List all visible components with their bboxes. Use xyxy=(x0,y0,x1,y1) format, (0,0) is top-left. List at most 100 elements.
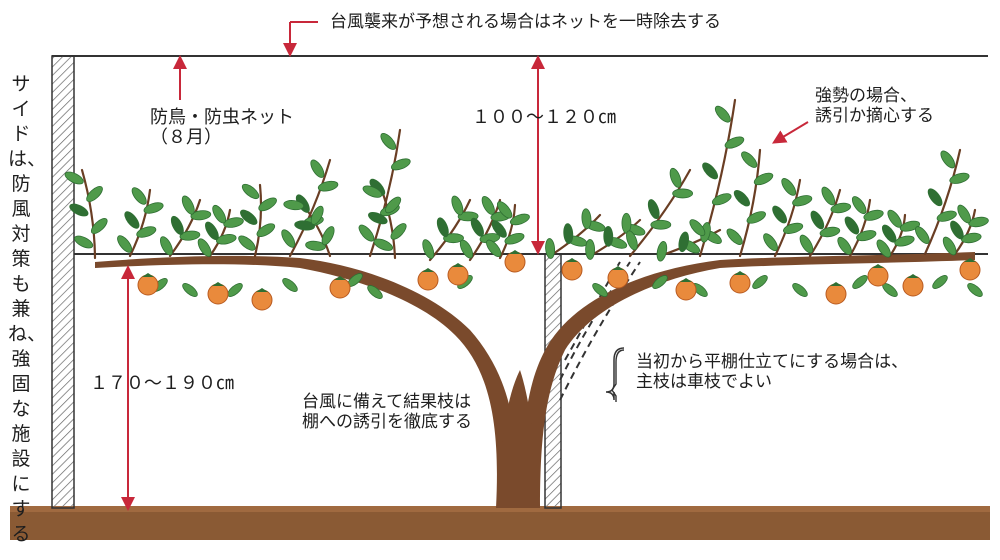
leaf xyxy=(481,196,495,215)
persimmon xyxy=(504,250,526,273)
leaf xyxy=(581,208,592,230)
leaf xyxy=(844,216,860,235)
persimmon xyxy=(137,273,159,296)
persimmon xyxy=(607,266,629,289)
leaf xyxy=(124,211,140,229)
leaf xyxy=(772,205,788,224)
typhoon-branch-label-1: 台風に備えて結果枝は xyxy=(302,392,472,412)
leaf xyxy=(672,188,694,199)
net-month-label: （８月） xyxy=(150,127,222,148)
shoot xyxy=(888,213,907,258)
leaf xyxy=(90,217,108,235)
leaf xyxy=(390,158,411,171)
leaf xyxy=(223,217,244,228)
leaf xyxy=(711,193,732,206)
leaf xyxy=(367,285,383,299)
vigorous-label-1: 強勢の場合、 xyxy=(815,86,917,106)
leaf xyxy=(436,217,449,238)
persimmon xyxy=(251,288,273,311)
leaf xyxy=(160,236,173,256)
typhoon-net-label: 台風襲来が予想される場合はネットを一時除去する xyxy=(330,12,721,32)
shoot xyxy=(168,198,202,258)
leaf xyxy=(621,212,632,234)
leaf xyxy=(887,209,902,228)
leaf xyxy=(746,211,766,224)
leaf xyxy=(894,235,915,247)
shoot xyxy=(588,218,642,258)
leaf xyxy=(783,222,804,234)
leaf xyxy=(830,202,852,214)
leaf xyxy=(368,212,388,225)
leaf xyxy=(957,204,971,224)
leaf xyxy=(726,228,743,245)
persimmon xyxy=(447,263,469,286)
leaf xyxy=(863,209,884,221)
shoot xyxy=(548,213,602,258)
leaf xyxy=(212,204,227,224)
leaf xyxy=(852,275,868,289)
leaf xyxy=(509,213,530,226)
leaf xyxy=(961,232,982,244)
leaf xyxy=(491,220,507,238)
tree-trunk xyxy=(95,252,975,508)
leaf xyxy=(310,159,325,178)
leaf xyxy=(241,183,260,200)
shoot xyxy=(288,158,332,258)
vigorous-arrow xyxy=(771,121,809,144)
leaf xyxy=(131,187,147,205)
leaf xyxy=(626,230,638,251)
leaf xyxy=(837,236,852,255)
persimmon xyxy=(329,276,351,299)
leaf xyxy=(358,224,375,242)
leaf xyxy=(647,199,660,220)
leaf xyxy=(799,234,814,254)
vigorous-label-2: 誘引か摘心する xyxy=(815,106,934,126)
leaf xyxy=(585,239,595,260)
shoot xyxy=(253,183,263,258)
leaf xyxy=(310,205,324,225)
leaf xyxy=(238,235,256,251)
leaf xyxy=(282,278,298,292)
leaf xyxy=(927,188,943,207)
leaf xyxy=(968,216,989,228)
note-bracket xyxy=(605,347,625,401)
leaf xyxy=(669,167,682,188)
leaf xyxy=(652,275,668,289)
leaf xyxy=(227,283,243,297)
leaf xyxy=(422,239,435,259)
shoot xyxy=(808,188,842,258)
shoot xyxy=(498,203,517,260)
leaf xyxy=(179,230,201,241)
shoot xyxy=(953,208,977,256)
leaf xyxy=(821,186,836,206)
persimmon xyxy=(417,268,439,291)
persimmon-fruits xyxy=(137,250,981,311)
leaf xyxy=(819,226,841,238)
leaf xyxy=(459,239,474,259)
leaf xyxy=(592,283,608,297)
leaf xyxy=(650,219,672,230)
leaf xyxy=(497,201,513,219)
typhoon-branch-label-2: 棚への誘引を徹底する xyxy=(302,412,472,432)
leaf xyxy=(74,235,94,249)
leaf xyxy=(714,105,731,123)
leaf xyxy=(283,200,305,211)
shoot xyxy=(128,188,152,258)
leaf xyxy=(143,202,164,214)
trellis-height-label: １７０～１９０㎝ xyxy=(90,373,234,394)
leaf xyxy=(781,178,797,196)
leaf xyxy=(792,195,813,207)
leaf xyxy=(967,283,983,297)
leaf xyxy=(753,172,774,186)
leaf xyxy=(656,241,668,262)
leaf xyxy=(915,226,930,244)
leaf xyxy=(678,231,689,253)
leaf xyxy=(281,229,296,248)
leaf xyxy=(470,217,484,237)
leaf xyxy=(932,275,948,289)
shoot xyxy=(208,208,232,258)
leaf xyxy=(940,150,956,169)
net-height-label: １００～１２０㎝ xyxy=(472,107,616,128)
